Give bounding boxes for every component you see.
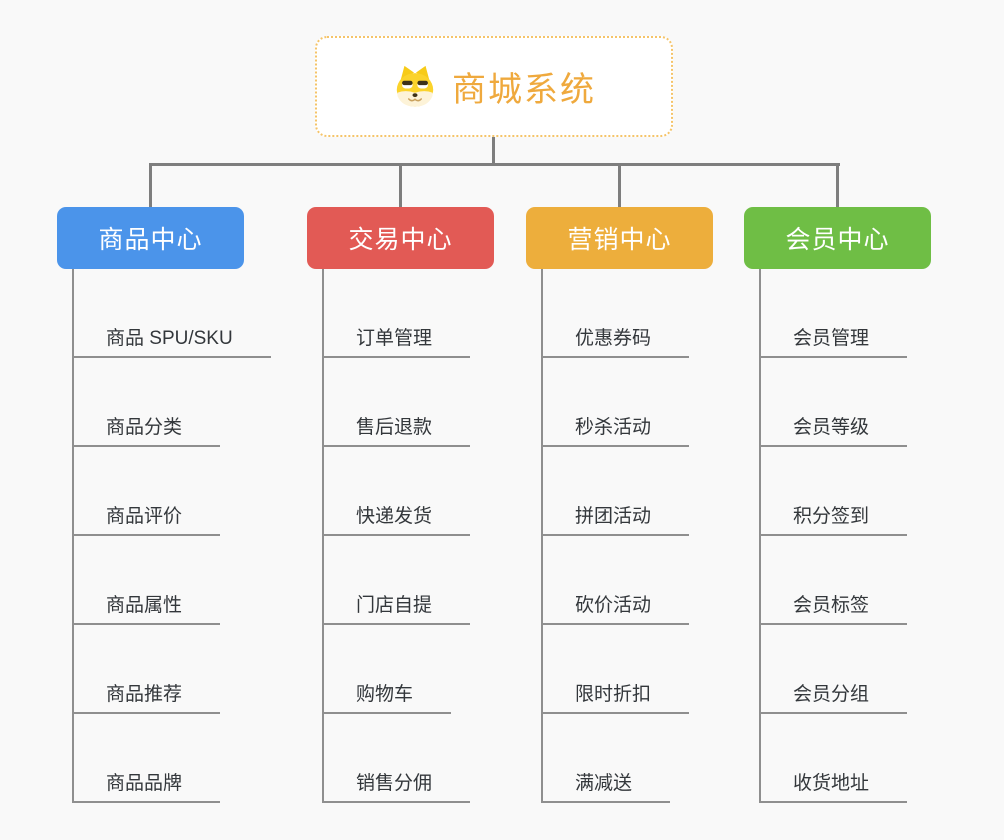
- branch-node[interactable]: 商品中心: [57, 207, 244, 269]
- branch-label: 交易中心: [348, 226, 453, 254]
- leaf-node[interactable]: 快递发货: [322, 447, 557, 536]
- branch-items: 优惠券码秒杀活动拼团活动砍价活动限时折扣满减送: [526, 269, 776, 803]
- leaf-label: 限时折扣: [541, 679, 690, 714]
- leaf-label: 会员管理: [759, 323, 908, 358]
- branch-label: 会员中心: [785, 226, 890, 254]
- leaf-label: 拼团活动: [541, 501, 690, 536]
- leaf-node[interactable]: 收货地址: [759, 714, 994, 803]
- leaf-label: 会员标签: [759, 590, 908, 625]
- leaf-label: 商品 SPU/SKU: [72, 323, 271, 358]
- connector-horizontal: [149, 163, 840, 166]
- leaf-node[interactable]: 限时折扣: [541, 625, 776, 714]
- connector-root-stub: [492, 137, 495, 164]
- leaf-node[interactable]: 会员管理: [759, 269, 994, 358]
- branch-label: 商品中心: [98, 226, 203, 254]
- leaf-label: 商品评价: [72, 501, 221, 536]
- leaf-label: 快递发货: [322, 501, 471, 536]
- connector-branch-drop: [399, 163, 402, 207]
- leaf-label: 购物车: [322, 679, 452, 714]
- leaf-node[interactable]: 售后退款: [322, 358, 557, 447]
- connector-branch-drop: [836, 163, 839, 207]
- branch-column: 会员中心 会员管理会员等级积分签到会员标签会员分组收货地址: [744, 163, 994, 803]
- connector-branch-trunk: [541, 269, 543, 803]
- connector-branch-trunk: [322, 269, 324, 803]
- connector-branch-drop: [149, 163, 152, 207]
- leaf-label: 售后退款: [322, 412, 471, 447]
- leaf-label: 积分签到: [759, 501, 908, 536]
- leaf-node[interactable]: 秒杀活动: [541, 358, 776, 447]
- leaf-label: 门店自提: [322, 590, 471, 625]
- leaf-node[interactable]: 门店自提: [322, 536, 557, 625]
- leaf-node[interactable]: 优惠券码: [541, 269, 776, 358]
- branch-label: 营销中心: [567, 226, 672, 254]
- branch-column: 商品中心 商品 SPU/SKU 商品分类商品评价商品属性商品推荐商品品牌: [57, 163, 307, 803]
- leaf-node[interactable]: 商品属性: [72, 536, 307, 625]
- leaf-label: 收货地址: [759, 768, 908, 803]
- branch-node[interactable]: 交易中心: [307, 207, 494, 269]
- leaf-node[interactable]: 会员标签: [759, 536, 994, 625]
- connector-branch-trunk: [72, 269, 74, 803]
- leaf-node[interactable]: 积分签到: [759, 447, 994, 536]
- branch-items: 会员管理会员等级积分签到会员标签会员分组收货地址: [744, 269, 994, 803]
- leaf-label: 会员等级: [759, 412, 908, 447]
- leaf-label: 商品分类: [72, 412, 221, 447]
- root-node[interactable]: 商城系统: [315, 36, 673, 137]
- dog-face-icon: [392, 64, 438, 110]
- leaf-label: 商品推荐: [72, 679, 221, 714]
- leaf-node[interactable]: 商品分类: [72, 358, 307, 447]
- leaf-node[interactable]: 砍价活动: [541, 536, 776, 625]
- leaf-node[interactable]: 会员分组: [759, 625, 994, 714]
- leaf-label: 销售分佣: [322, 768, 471, 803]
- branch-node[interactable]: 会员中心: [744, 207, 931, 269]
- leaf-node[interactable]: 订单管理: [322, 269, 557, 358]
- leaf-node[interactable]: 商品品牌: [72, 714, 307, 803]
- leaf-node[interactable]: 商品推荐: [72, 625, 307, 714]
- leaf-node[interactable]: 会员等级: [759, 358, 994, 447]
- branch-items: 商品 SPU/SKU 商品分类商品评价商品属性商品推荐商品品牌: [57, 269, 307, 803]
- root-title: 商城系统: [452, 71, 596, 109]
- leaf-label: 秒杀活动: [541, 412, 690, 447]
- leaf-label: 商品品牌: [72, 768, 221, 803]
- leaf-label: 商品属性: [72, 590, 221, 625]
- connector-branch-trunk: [759, 269, 761, 803]
- leaf-node[interactable]: 销售分佣: [322, 714, 557, 803]
- leaf-label: 满减送: [541, 768, 671, 803]
- leaf-node[interactable]: 满减送: [541, 714, 776, 803]
- leaf-node[interactable]: 商品评价: [72, 447, 307, 536]
- leaf-node[interactable]: 购物车: [322, 625, 557, 714]
- branch-column: 营销中心 优惠券码秒杀活动拼团活动砍价活动限时折扣满减送: [526, 163, 776, 803]
- leaf-label: 优惠券码: [541, 323, 690, 358]
- leaf-label: 订单管理: [322, 323, 471, 358]
- leaf-node[interactable]: 商品 SPU/SKU: [72, 269, 307, 358]
- branch-items: 订单管理售后退款快递发货门店自提购物车销售分佣: [307, 269, 557, 803]
- connector-branch-drop: [618, 163, 621, 207]
- branch-column: 交易中心 订单管理售后退款快递发货门店自提购物车销售分佣: [307, 163, 557, 803]
- leaf-label: 砍价活动: [541, 590, 690, 625]
- leaf-node[interactable]: 拼团活动: [541, 447, 776, 536]
- leaf-label: 会员分组: [759, 679, 908, 714]
- branch-node[interactable]: 营销中心: [526, 207, 713, 269]
